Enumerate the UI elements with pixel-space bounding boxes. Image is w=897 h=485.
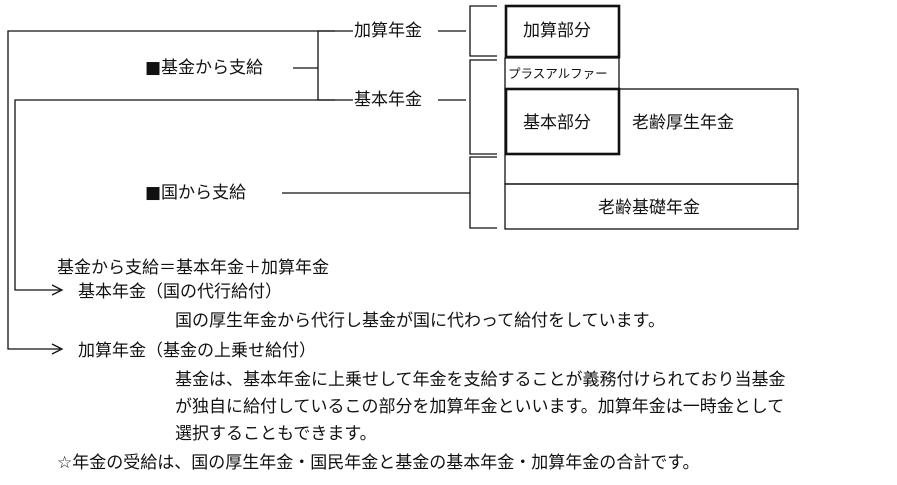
state-payment-label: ■国から支給 xyxy=(145,183,247,203)
old-age-employee-pension-label: 老齢厚生年金 xyxy=(632,113,734,133)
fund-payment-label: ■基金から支給 xyxy=(145,58,264,78)
old-age-employee-pension-box xyxy=(504,88,799,185)
basic-part-label: 基本部分 xyxy=(523,113,591,133)
old-age-basic-pension-box xyxy=(504,183,799,230)
connector-basic-to-note xyxy=(14,99,353,291)
plus-alpha-label: プラスアルファー xyxy=(508,66,608,81)
note2-body-line3: 選択することもできます。 xyxy=(175,424,377,444)
arrowhead-note2 xyxy=(51,343,64,355)
note1-body: 国の厚生年金から代行し基金が国に代わって給付をしています。 xyxy=(175,311,665,331)
note1-heading: 基本年金（国の代行給付） xyxy=(78,282,282,302)
summary-text: ☆年金の受給は、国の厚生年金・国民年金と基金の基本年金・加算年金の合計です。 xyxy=(57,453,700,473)
additional-part-box xyxy=(504,4,621,59)
connector-additional-to-note xyxy=(7,30,353,350)
fund-split-bracket xyxy=(317,30,335,101)
arrowhead-note1 xyxy=(51,284,64,296)
old-age-basic-pension-label: 老齢基礎年金 xyxy=(598,198,700,218)
bracket-additional xyxy=(469,5,497,57)
note2-body-line1: 基金は、基本年金に上乗せして年金を支給することが義務付けられており当基金 xyxy=(175,370,786,390)
basic-part-box xyxy=(504,87,621,156)
bracket-basic xyxy=(469,59,497,155)
basic-pension-label: 基本年金 xyxy=(354,90,422,110)
additional-pension-label: 加算年金 xyxy=(354,21,422,41)
bracket-state xyxy=(469,156,497,229)
note2-heading: 加算年金（基金の上乗せ給付） xyxy=(78,341,316,361)
additional-part-label: 加算部分 xyxy=(523,21,591,41)
note2-body-line2: が独自に給付しているこの部分を加算年金といいます。加算年金は一時金として xyxy=(175,397,785,417)
formula-text: 基金から支給＝基本年金＋加算年金 xyxy=(57,258,329,278)
